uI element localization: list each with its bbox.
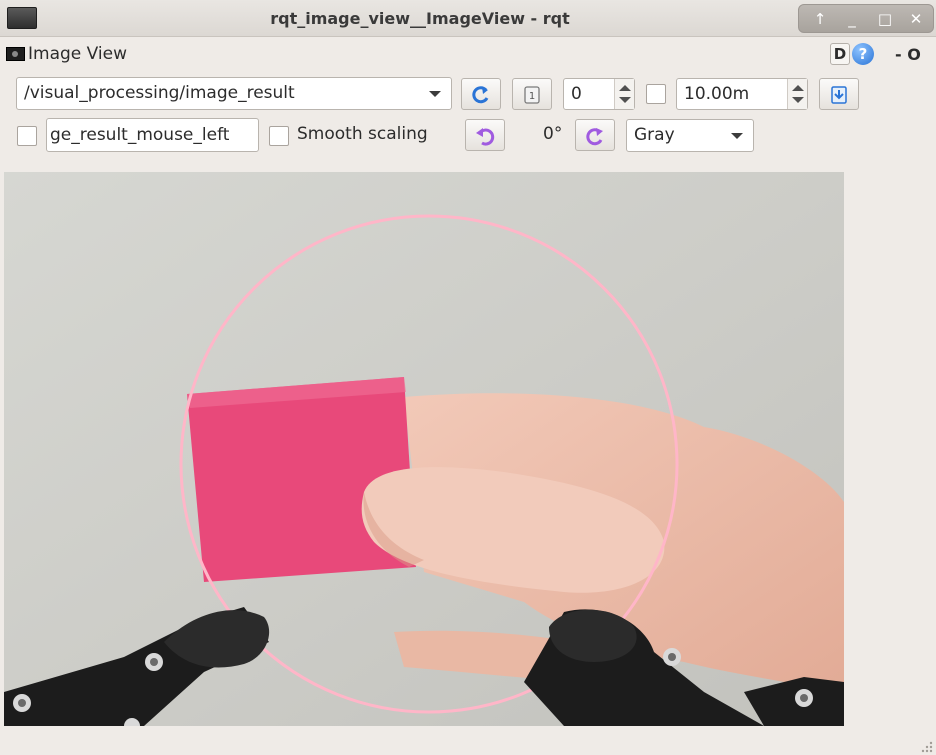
rotate-right-icon: [586, 128, 603, 146]
maximize-button[interactable]: □: [877, 10, 893, 28]
topic-select[interactable]: /visual_processing/image_result: [16, 77, 452, 110]
save-icon: [831, 86, 847, 104]
resize-grip-icon[interactable]: [918, 738, 934, 754]
dock-options-button[interactable]: - O: [895, 45, 921, 64]
spin-arrows[interactable]: [614, 79, 634, 109]
help-icon[interactable]: ?: [852, 43, 874, 65]
close-button[interactable]: ✕: [909, 10, 923, 28]
color-scheme-value: Gray: [634, 125, 675, 145]
rotation-label: 0°: [543, 124, 563, 144]
color-scheme-select[interactable]: Gray: [626, 119, 754, 152]
zoom-1-button[interactable]: 1: [512, 78, 552, 110]
window-titlebar: rqt_image_view__ImageView - rqt ↑ _ □ ✕: [0, 0, 936, 37]
zoom-1-icon: 1: [524, 86, 540, 104]
zoom-spin-value: 0: [571, 84, 582, 104]
minimize-button[interactable]: _: [848, 10, 856, 28]
keep-above-button[interactable]: ↑: [813, 10, 827, 28]
smooth-scaling-checkbox[interactable]: [269, 126, 289, 146]
mouse-topic-input[interactable]: ge_result_mouse_left: [46, 118, 259, 152]
topic-select-value: /visual_processing/image_result: [24, 83, 295, 103]
refresh-icon: [472, 86, 489, 104]
max-range-spinbox[interactable]: 10.00m: [676, 78, 808, 110]
dynamic-range-checkbox[interactable]: [646, 84, 666, 104]
publish-mouse-checkbox[interactable]: [17, 126, 37, 146]
max-spin-arrows[interactable]: [787, 79, 807, 109]
svg-text:1: 1: [529, 91, 535, 102]
spin-down-icon[interactable]: [619, 97, 631, 103]
chevron-down-icon: [429, 91, 441, 97]
save-image-button[interactable]: [819, 78, 859, 110]
dock-title: Image View: [28, 44, 127, 64]
camera-frame: [4, 172, 844, 726]
spin-up-icon[interactable]: [792, 85, 804, 91]
window-title: rqt_image_view__ImageView - rqt: [270, 9, 570, 28]
dock-d-button[interactable]: D: [830, 43, 850, 65]
mouse-topic-value: ge_result_mouse_left: [50, 125, 230, 145]
window-controls: ↑ _ □ ✕: [798, 4, 934, 33]
spin-down-icon[interactable]: [792, 97, 804, 103]
rotate-left-button[interactable]: [465, 119, 505, 151]
chevron-down-icon: [731, 133, 743, 139]
smooth-scaling-label: Smooth scaling: [297, 124, 428, 144]
rotate-right-button[interactable]: [575, 119, 615, 151]
max-range-value: 10.00m: [684, 84, 750, 104]
image-view-icon: [6, 47, 25, 61]
rotate-left-icon: [476, 128, 495, 146]
zoom-spinbox[interactable]: 0: [563, 78, 635, 110]
spin-up-icon[interactable]: [619, 85, 631, 91]
refresh-topics-button[interactable]: [461, 78, 501, 110]
image-display[interactable]: [4, 172, 844, 726]
app-icon[interactable]: [7, 7, 37, 29]
dock-title-bar: Image View D ? - O: [0, 40, 936, 68]
